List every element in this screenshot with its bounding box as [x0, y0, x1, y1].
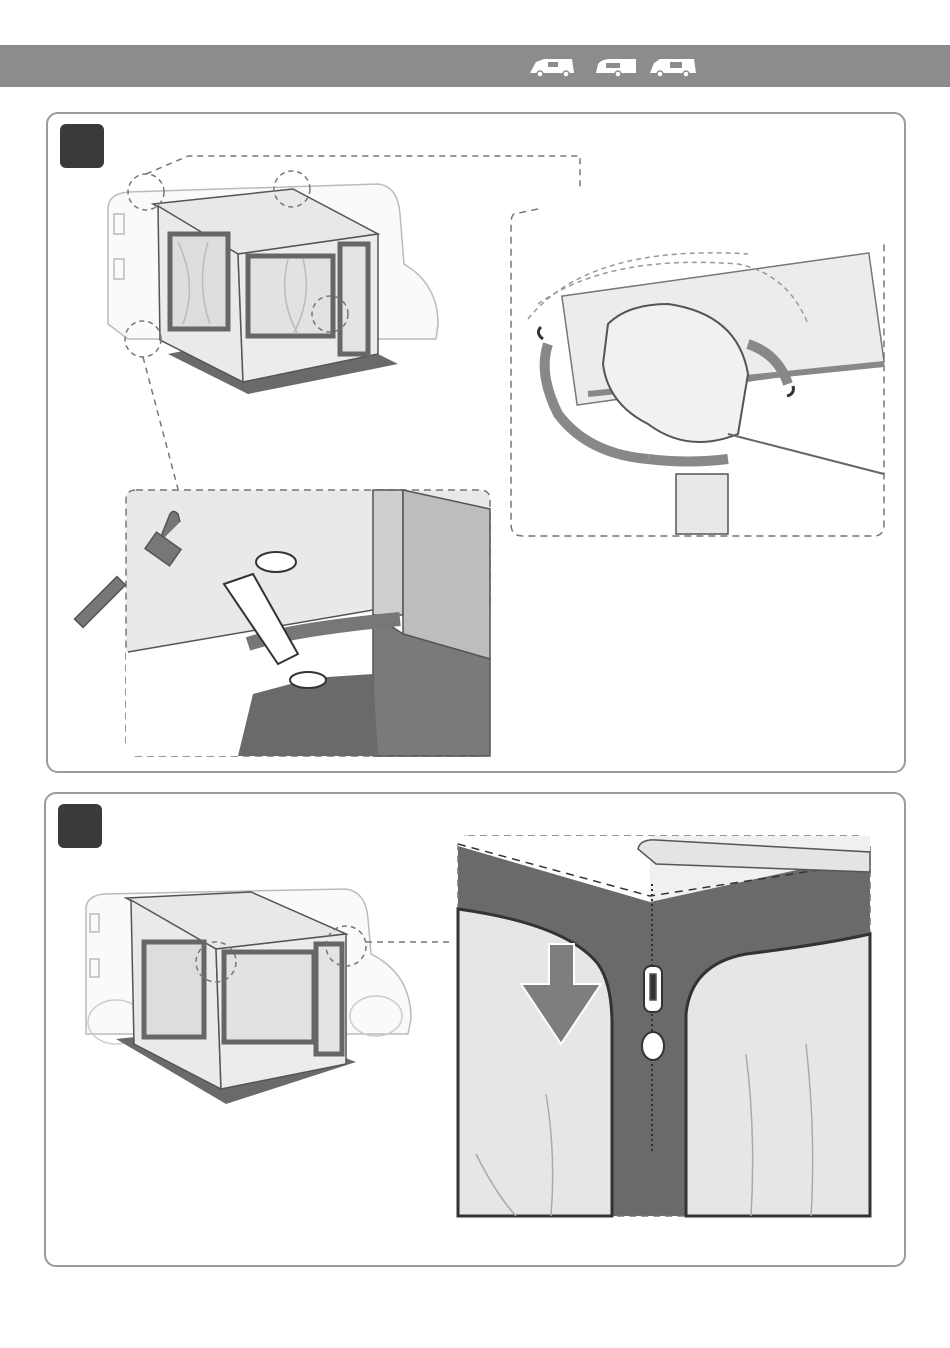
ground-peg-hammer-detail [75, 490, 493, 756]
vehicle-type-icons [528, 54, 698, 80]
awning-strap-detail [511, 209, 884, 536]
step-1-panel [46, 112, 906, 773]
step-1-illustration [48, 114, 908, 775]
awning-mounted-on-motorhome [86, 889, 454, 1104]
step-2-panel [44, 792, 906, 1267]
campervan-icon [650, 59, 696, 77]
caravan-icon [588, 59, 636, 77]
header-bar [0, 45, 950, 87]
awning-mounted-on-motorhome [108, 156, 580, 489]
corner-zipper-detail [458, 836, 870, 1216]
motorhome-icon [530, 59, 574, 77]
step-2-illustration [46, 794, 908, 1269]
